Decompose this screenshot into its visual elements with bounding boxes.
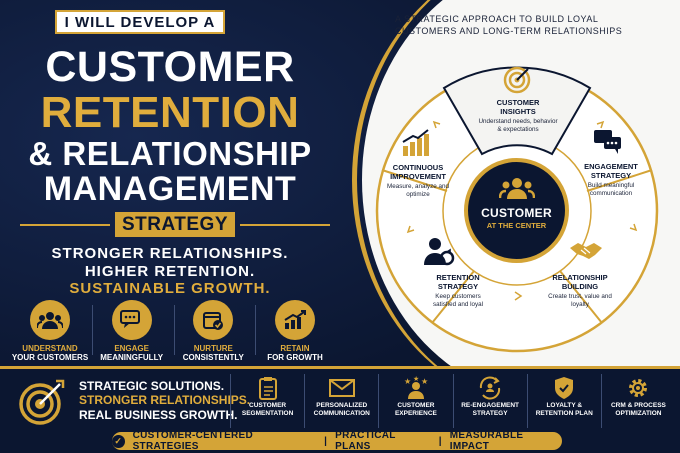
center-subtitle: AT THE CENTER (486, 221, 547, 230)
center-title: CUSTOMER (481, 206, 552, 220)
service-label: RE-ENGAGEMENT STRATEGY (461, 402, 519, 417)
highlight-item: CUSTOMER-CENTERED STRATEGIES (132, 430, 254, 452)
chat-icon (111, 300, 152, 340)
tagline-3: SUSTAINABLE GROWTH. (69, 280, 271, 297)
feature-label-a: UNDERSTAND (22, 344, 78, 353)
svg-text:★: ★ (421, 377, 428, 386)
handshake-icon (570, 243, 602, 259)
highlight-item: MEASURABLE IMPACT (449, 430, 524, 452)
segment-title: RETENTION STRATEGY (436, 273, 480, 291)
refresh-person-icon (480, 376, 501, 400)
service-label: PERSONALIZED COMMUNICATION (313, 402, 370, 417)
bottom-slogan: STRATEGIC SOLUTIONS. STRONGER RELATIONSH… (79, 379, 250, 422)
intro-banner: I WILL DEVELOP A (55, 10, 225, 34)
bar-chart-growth-icon (402, 129, 429, 156)
service-segmentation: CUSTOMER SEGMENTATION (230, 374, 304, 428)
service-customer-experience: ★★★ CUSTOMER EXPERIENCE (378, 374, 452, 428)
customer-center-hub: CUSTOMER AT THE CENTER (464, 158, 569, 263)
svg-text:★: ★ (404, 377, 411, 386)
envelope-icon (328, 379, 355, 397)
highlight-item: PRACTICAL PLANS (335, 430, 396, 452)
shield-check-icon (555, 377, 574, 399)
segment-desc: Build meaningful communication (587, 182, 635, 198)
target-icon (503, 66, 531, 94)
feature-label-a: NURTURE (193, 344, 233, 353)
headline-management: MANAGEMENT (43, 170, 297, 208)
feature-label-a: RETAIN (280, 344, 310, 353)
svg-text:★: ★ (413, 376, 419, 383)
feature-separator (255, 305, 257, 355)
service-label: LOYALTY & RETENTION PLAN (535, 402, 593, 417)
target-icon (19, 379, 65, 425)
segment-desc: Understand needs, behavior & expectation… (478, 118, 558, 134)
people-icon (30, 300, 70, 340)
feature-separator (173, 305, 175, 355)
divider-line (240, 224, 330, 226)
segment-title: ENGAGEMENT STRATEGY (584, 162, 638, 180)
headline-retention: RETENTION (40, 88, 300, 137)
clipboard-icon (258, 377, 277, 400)
tagline-1: STRONGER RELATIONSHIPS. (51, 245, 289, 262)
gear-icon (629, 379, 648, 397)
service-loyalty-retention: LOYALTY & RETENTION PLAN (526, 374, 601, 428)
segment-retention-strategy: RETENTION STRATEGY Keep customers satisf… (425, 273, 491, 310)
feature-label-a: ENGAGE (114, 344, 149, 353)
highlights-bar: ✓ CUSTOMER-CENTERED STRATEGIES | PRACTIC… (112, 430, 562, 452)
people-icon (498, 178, 535, 199)
slogan-line-1: STRATEGIC SOLUTIONS. (79, 379, 225, 393)
segment-engagement-strategy: ENGAGEMENT STRATEGY Build meaningful com… (575, 162, 647, 199)
highlight-separator: | (324, 435, 328, 447)
retention-person-icon (424, 238, 455, 266)
tagline-2: HIGHER RETENTION. (84, 263, 256, 280)
segment-continuous-improvement: CONTINUOUS IMPROVEMENT Measure, analyze … (382, 163, 454, 200)
highlight-separator: | (438, 435, 442, 447)
segment-title: CONTINUOUS IMPROVEMENT (390, 163, 446, 181)
service-label: CRM & PROCESS OPTIMIZATION (610, 402, 666, 417)
slogan-line-3: REAL BUSINESS GROWTH. (79, 407, 238, 422)
segment-title: RELATIONSHIP BUILDING (552, 273, 608, 291)
chat-icon (594, 130, 621, 154)
stars-person-icon: ★★★ (404, 376, 428, 399)
headline-customer: CUSTOMER (45, 43, 295, 91)
segment-desc: Create trust, value and loyalty (548, 293, 612, 309)
segment-customer-insights: CUSTOMER INSIGHTS Understand needs, beha… (478, 98, 558, 135)
feature-label-b: YOUR CUSTOMERS (11, 353, 89, 363)
segment-desc: Keep customers satisfied and loyal (432, 293, 484, 309)
services-list: CUSTOMER SEGMENTATION PERSONALIZED COMMU… (230, 374, 675, 428)
service-personalized-communication: PERSONALIZED COMMUNICATION (304, 374, 378, 428)
calendar-check-icon (193, 300, 234, 340)
divider-line (20, 224, 110, 226)
checkmark-icon: ✓ (112, 434, 125, 448)
slogan-line-2: STRONGER RELATIONSHIPS. (79, 393, 251, 408)
growth-chart-icon (274, 300, 315, 340)
feature-label-b: CONSISTENTLY (182, 353, 244, 363)
feature-label-b: FOR GROWTH (267, 353, 323, 363)
segment-desc: Measure, analyze and optimize (387, 183, 449, 199)
segment-relationship-building: RELATIONSHIP BUILDING Create trust, valu… (545, 273, 615, 310)
segment-title: CUSTOMER INSIGHTS (496, 98, 540, 116)
gold-arc-divider (352, 0, 680, 410)
strategy-label: STRATEGY (115, 212, 235, 237)
headline-relationship: & RELATIONSHIP (28, 135, 312, 172)
feature-separator (92, 305, 93, 355)
service-label: CUSTOMER SEGMENTATION (241, 402, 294, 417)
service-label: CUSTOMER EXPERIENCE (394, 402, 437, 417)
feature-label-b: MEANINGFULLY (100, 353, 164, 363)
service-re-engagement: RE-ENGAGEMENT STRATEGY (452, 374, 527, 428)
right-panel-title: A STRATEGIC APPROACH TO BUILD LOYAL CUST… (395, 14, 623, 36)
service-crm-optimization: CRM & PROCESS OPTIMIZATION (600, 374, 675, 428)
